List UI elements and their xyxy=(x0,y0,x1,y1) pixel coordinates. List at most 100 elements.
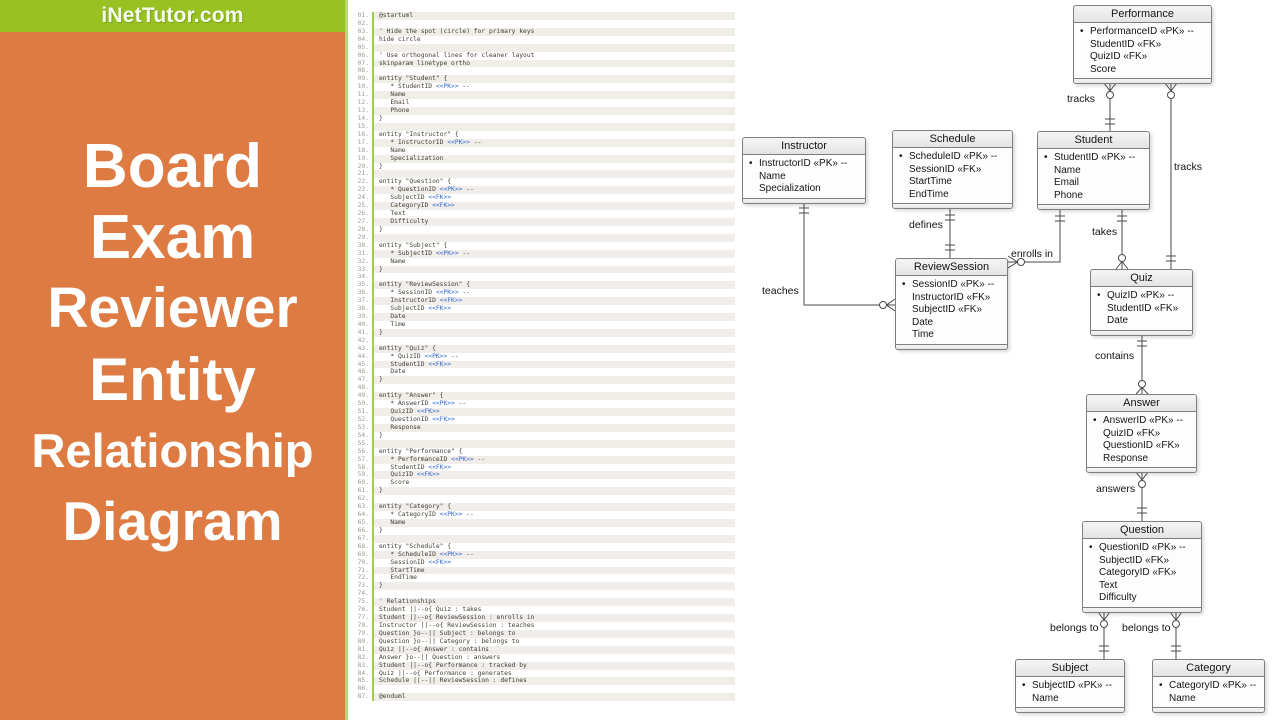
code-text xyxy=(374,534,735,543)
relationship-label-takes: takes xyxy=(1092,226,1118,238)
code-text: Response xyxy=(374,423,735,432)
entity-title: Subject xyxy=(1016,660,1124,677)
code-line: 84.Quiz ||--o{ Performance : generates xyxy=(348,669,735,678)
code-line: 60. Score xyxy=(348,479,735,488)
code-text: SubjectID <<FK>> xyxy=(379,305,452,313)
code-line: 49.entity "Answer" { xyxy=(348,392,735,401)
line-number: 85. xyxy=(348,677,374,686)
code-line: 39. Date xyxy=(348,313,735,321)
entity-subject: Subject•SubjectID «PK» --Name xyxy=(1015,659,1125,713)
line-number: 54. xyxy=(348,431,374,440)
entity-title: Answer xyxy=(1087,395,1196,412)
title-line: Relationship xyxy=(31,424,314,477)
code-text: * SubjectID <<PK>> -- xyxy=(374,249,735,258)
line-number: 20. xyxy=(348,162,374,171)
code-text: Question }o--|| Subject : belongs to xyxy=(374,629,735,638)
code-text: entity "Quiz" { xyxy=(374,344,735,353)
code-text: * ScheduleID <<PK>> -- xyxy=(374,550,735,559)
relationship-label-belongs-subject: belongs to xyxy=(1050,622,1099,634)
code-line: 11. Name xyxy=(348,91,735,100)
entity-attribute: QuizID «FK» xyxy=(1090,51,1148,62)
connector-question-category xyxy=(1169,611,1183,659)
line-number: 02. xyxy=(348,19,374,28)
code-text: Name xyxy=(374,91,735,100)
line-number: 66. xyxy=(348,526,374,535)
line-number: 73. xyxy=(348,582,374,591)
code-line: 75.' Relationships xyxy=(348,598,735,607)
line-number: 04. xyxy=(348,35,374,44)
code-text: * StudentID <<PK>> -- xyxy=(379,83,470,91)
line-number: 06. xyxy=(348,51,374,60)
entity-attribute: Response xyxy=(1103,452,1149,464)
code-text: * CategoryID <<PK>> -- xyxy=(379,511,474,519)
title-line: Diagram xyxy=(62,490,283,552)
code-text xyxy=(374,495,735,503)
line-number: 60. xyxy=(348,479,374,488)
entity-title: Student xyxy=(1038,132,1149,149)
line-number: 81. xyxy=(348,645,374,654)
code-line: 51. QuizID <<FK>> xyxy=(348,408,735,417)
code-line: 54.} xyxy=(348,431,735,440)
connector-student-quiz xyxy=(1115,209,1129,270)
line-number: 55. xyxy=(348,439,374,448)
pk-bullet-icon: • xyxy=(1022,680,1026,691)
code-text: * PerformanceID <<PK>> -- xyxy=(374,455,735,464)
code-text: @enduml xyxy=(374,693,735,702)
code-text: } xyxy=(374,487,735,496)
code-line: 15. xyxy=(348,122,735,131)
line-number: 59. xyxy=(348,471,374,480)
code-line: 66.} xyxy=(348,526,735,535)
pk-bullet-icon: • xyxy=(902,279,906,290)
entity-attribute: Specialization xyxy=(759,183,821,194)
line-number: 50. xyxy=(348,400,374,409)
code-line: 36. * SessionID <<PK>> -- xyxy=(348,289,735,298)
code-text: } xyxy=(374,582,735,591)
title-line: Exam xyxy=(89,203,256,272)
code-line: 86. xyxy=(348,685,735,694)
entity-attribute: SubjectID «FK» xyxy=(1099,554,1170,566)
line-number: 41. xyxy=(348,328,374,337)
entity-footer xyxy=(1087,467,1196,472)
code-text: QuizID <<FK>> xyxy=(374,408,735,417)
code-line: 45. StudentID <<FK>> xyxy=(348,360,735,369)
line-number: 40. xyxy=(348,320,374,329)
line-number: 68. xyxy=(348,542,374,551)
code-text: Student ||--o{ Performance : tracked by xyxy=(374,661,735,670)
entity-footer xyxy=(1038,204,1149,209)
line-number: 74. xyxy=(348,590,374,599)
entity-title: Category xyxy=(1153,660,1264,677)
line-number: 38. xyxy=(348,305,374,314)
line-number: 13. xyxy=(348,107,374,115)
code-text: } xyxy=(379,162,383,170)
line-number: 11. xyxy=(348,91,374,100)
entity-title: ReviewSession xyxy=(896,259,1007,276)
line-number: 75. xyxy=(348,598,374,607)
code-line: 55. xyxy=(348,439,735,448)
code-text xyxy=(374,337,735,345)
line-number: 80. xyxy=(348,637,374,646)
code-text: entity "Performance" { xyxy=(379,447,463,455)
code-line: 46. Date xyxy=(348,368,735,377)
entity-footer xyxy=(1091,329,1192,335)
code-text: entity "Schedule" { xyxy=(379,542,452,550)
code-line: 82.Answer }o--|| Question : answers xyxy=(348,653,735,662)
line-number: 58. xyxy=(348,463,374,472)
entity-footer xyxy=(1074,78,1211,83)
branding-panel: iNetTutor.com Board Exam Reviewer Entity… xyxy=(0,0,345,720)
code-line: 83.Student ||--o{ Performance : tracked … xyxy=(348,661,735,670)
relationship-label-enrolls-in: enrolls in xyxy=(1011,248,1054,260)
connector-student-reviewsession xyxy=(1007,209,1065,269)
entity-attribute: Date xyxy=(1107,315,1129,326)
code-text: entity "ReviewSession" { xyxy=(374,281,735,290)
line-number: 32. xyxy=(348,257,374,266)
code-text: Name xyxy=(379,257,406,265)
line-number: 29. xyxy=(348,233,374,242)
entity-attributes: •PerformanceID «PK» --StudentID «FK»Quiz… xyxy=(1074,23,1211,78)
line-number: 26. xyxy=(348,210,374,218)
relationship-label-belongs-category: belongs to xyxy=(1122,622,1171,634)
code-line: 71. StartTime xyxy=(348,566,735,575)
line-number: 22. xyxy=(348,178,374,187)
code-line: 48. xyxy=(348,384,735,393)
